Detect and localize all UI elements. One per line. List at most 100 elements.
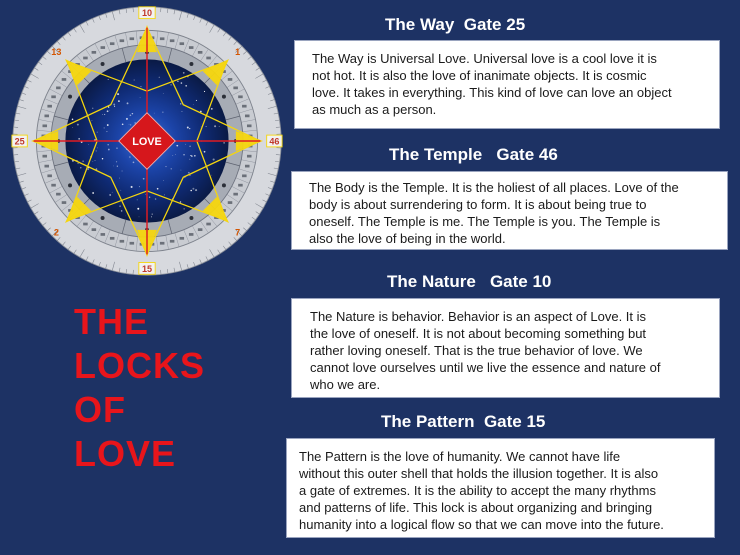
degree-tick — [251, 216, 256, 221]
star — [82, 160, 84, 162]
star — [101, 158, 104, 160]
love-center-badge — [118, 112, 176, 170]
star — [78, 138, 80, 140]
star — [111, 191, 113, 193]
degree-tick — [34, 67, 39, 71]
star — [120, 210, 123, 212]
degree-tick — [275, 161, 280, 163]
number-ring-divider — [241, 159, 256, 163]
degree-tick — [112, 261, 115, 271]
star — [118, 100, 120, 103]
number-ring-divider — [226, 194, 240, 203]
star — [165, 166, 167, 168]
number-ring-divider — [174, 232, 180, 247]
number-ring-mark — [197, 228, 203, 232]
star — [191, 155, 193, 157]
star — [95, 168, 98, 170]
number-ring-mark — [129, 37, 135, 41]
sign-ring-divider — [167, 219, 173, 234]
number-ring-divider — [54, 194, 68, 203]
gate-label-top: 10 — [142, 8, 152, 18]
text-line: The Nature is behavior. Behavior is an a… — [310, 309, 647, 324]
star — [190, 155, 192, 157]
number-ring-divider — [165, 32, 169, 47]
degree-tick — [235, 229, 243, 237]
degree-tick — [15, 112, 21, 115]
number-ring-divider — [221, 201, 233, 212]
number-ring-divider — [36, 129, 52, 132]
number-ring-mark — [56, 192, 61, 196]
degree-tick — [267, 187, 273, 190]
degree-tick — [62, 36, 66, 41]
degree-tick — [167, 8, 169, 13]
number-ring-divider — [238, 168, 253, 174]
star — [138, 186, 140, 188]
star — [95, 150, 97, 152]
number-ring-divider — [114, 232, 120, 247]
sign-ring-divider — [167, 48, 173, 63]
number-ring-divider — [242, 150, 258, 153]
degree-tick — [51, 229, 59, 237]
text-line: without this outer shell that holds the … — [299, 466, 659, 481]
number-ring-divider — [49, 88, 63, 96]
star — [71, 118, 74, 121]
degree-tick — [85, 21, 89, 26]
star — [130, 124, 132, 126]
degree-tick — [24, 86, 29, 89]
text-line: the love of oneself. It is not about bec… — [310, 326, 647, 341]
title-line: OF — [74, 389, 126, 430]
star — [162, 111, 164, 113]
star — [136, 199, 138, 201]
star — [87, 168, 90, 171]
number-ring-divider — [85, 220, 94, 234]
degree-tick — [222, 245, 227, 250]
sign-glyph-marker — [189, 62, 194, 67]
degree-tick — [67, 245, 72, 250]
degree-tick — [92, 18, 95, 23]
star — [109, 194, 111, 196]
degree-tick — [247, 56, 252, 60]
number-ring-divider — [49, 186, 63, 194]
title-line: LOCKS — [74, 345, 205, 386]
degree-tick — [179, 261, 182, 271]
degree-tick — [193, 15, 196, 21]
text-line: love. It takes in everything. This kind … — [312, 85, 672, 100]
degree-tick — [15, 167, 21, 170]
star — [154, 198, 157, 200]
number-ring-mark — [83, 222, 88, 226]
degree-tick — [235, 45, 243, 53]
title-line: LOVE — [74, 433, 177, 474]
text-line: body is about surrendering to form. It i… — [309, 197, 647, 212]
sign-glyph-marker — [221, 183, 226, 188]
degree-tick — [112, 11, 115, 21]
star — [116, 147, 118, 149]
number-ring-mark — [68, 209, 73, 212]
number-ring-mark — [169, 239, 175, 243]
degree-tick — [193, 261, 196, 267]
degree-tick — [217, 249, 221, 254]
star — [132, 161, 135, 164]
number-ring-mark — [100, 233, 106, 236]
star — [119, 205, 121, 207]
star — [192, 104, 194, 106]
degree-tick — [255, 67, 260, 71]
degree-tick — [42, 56, 47, 60]
degree-tick — [247, 222, 252, 226]
degree-tick — [14, 161, 19, 163]
star — [189, 128, 191, 130]
number-ring-divider — [94, 43, 102, 57]
degree-tick — [267, 106, 277, 109]
star — [181, 110, 183, 112]
gate-number-labels: 10 15 25 46 13 1 2 7 — [11, 6, 283, 275]
star — [96, 147, 98, 149]
gate-label-bottom: 15 — [142, 264, 152, 274]
star — [125, 117, 128, 120]
number-ring-divider — [192, 43, 200, 57]
degree-tick — [217, 28, 221, 33]
star — [200, 126, 202, 128]
star — [91, 120, 93, 121]
degree-tick — [186, 264, 189, 269]
zodiac-gate-wheel: LOVE 10 15 25 46 13 1 2 7 — [11, 6, 283, 276]
star — [109, 109, 111, 111]
number-ring-mark — [238, 95, 243, 99]
